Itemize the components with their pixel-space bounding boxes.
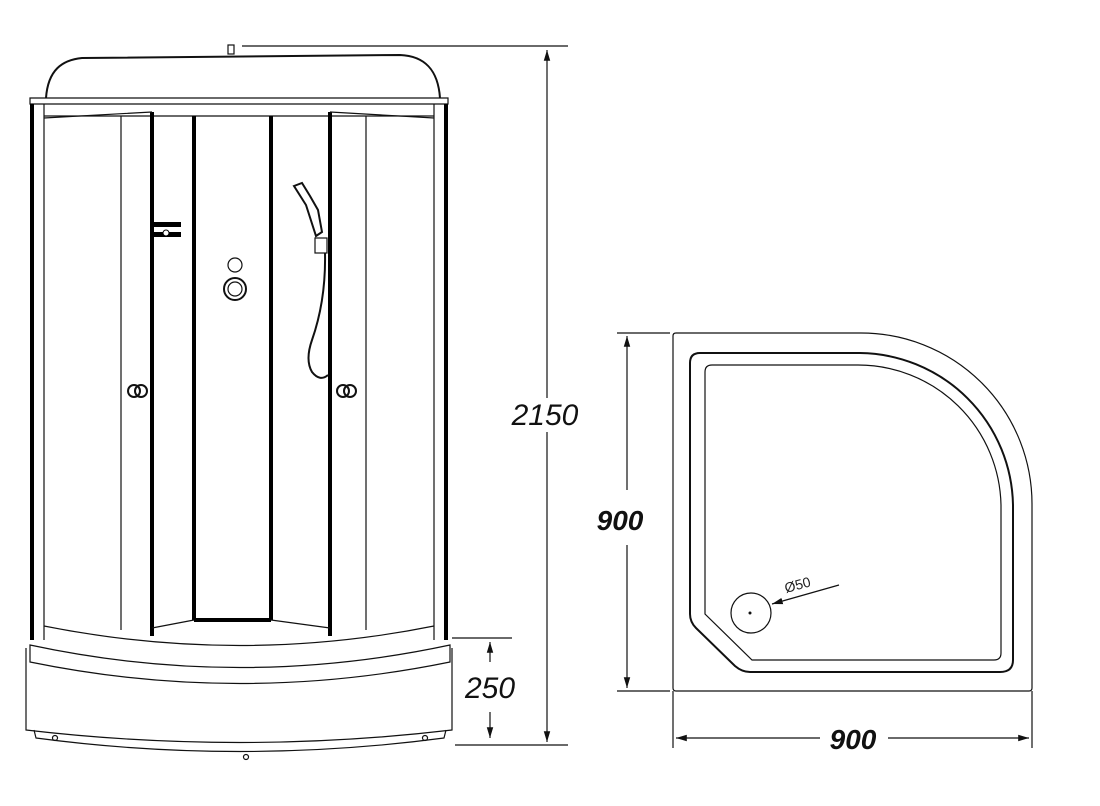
mixer-icon: [153, 222, 181, 237]
tray-rim-line: [689, 352, 1014, 673]
hand-shower-icon: [292, 181, 329, 379]
door-handle-icon: [336, 384, 357, 398]
top-vent: [227, 44, 235, 55]
control-knob-icon: [223, 277, 247, 301]
drain-icon: [730, 592, 772, 634]
depth-label: 900: [597, 505, 644, 536]
tray-outline: [672, 332, 1033, 692]
door-handle-icon: [127, 384, 148, 398]
tray-rim: [29, 644, 451, 685]
width-dimension: 900: [672, 703, 1033, 755]
drain-label: Ø50: [783, 574, 813, 596]
roof-dome: [45, 53, 441, 99]
depth-dimension: 900: [597, 332, 670, 692]
tray-top-view: Ø50: [672, 332, 1033, 703]
tray-basin: [704, 364, 1002, 661]
control-knob-icon: [227, 257, 243, 273]
tray-height-label: 250: [464, 672, 515, 705]
front-view: [25, 44, 453, 761]
height-dimension: 2150: [242, 45, 579, 746]
tray-height-dimension: 250: [452, 637, 515, 738]
roof-rim: [29, 97, 449, 105]
height-label: 2150: [511, 399, 579, 432]
tray-apron: [25, 648, 453, 744]
width-label: 900: [830, 724, 877, 755]
